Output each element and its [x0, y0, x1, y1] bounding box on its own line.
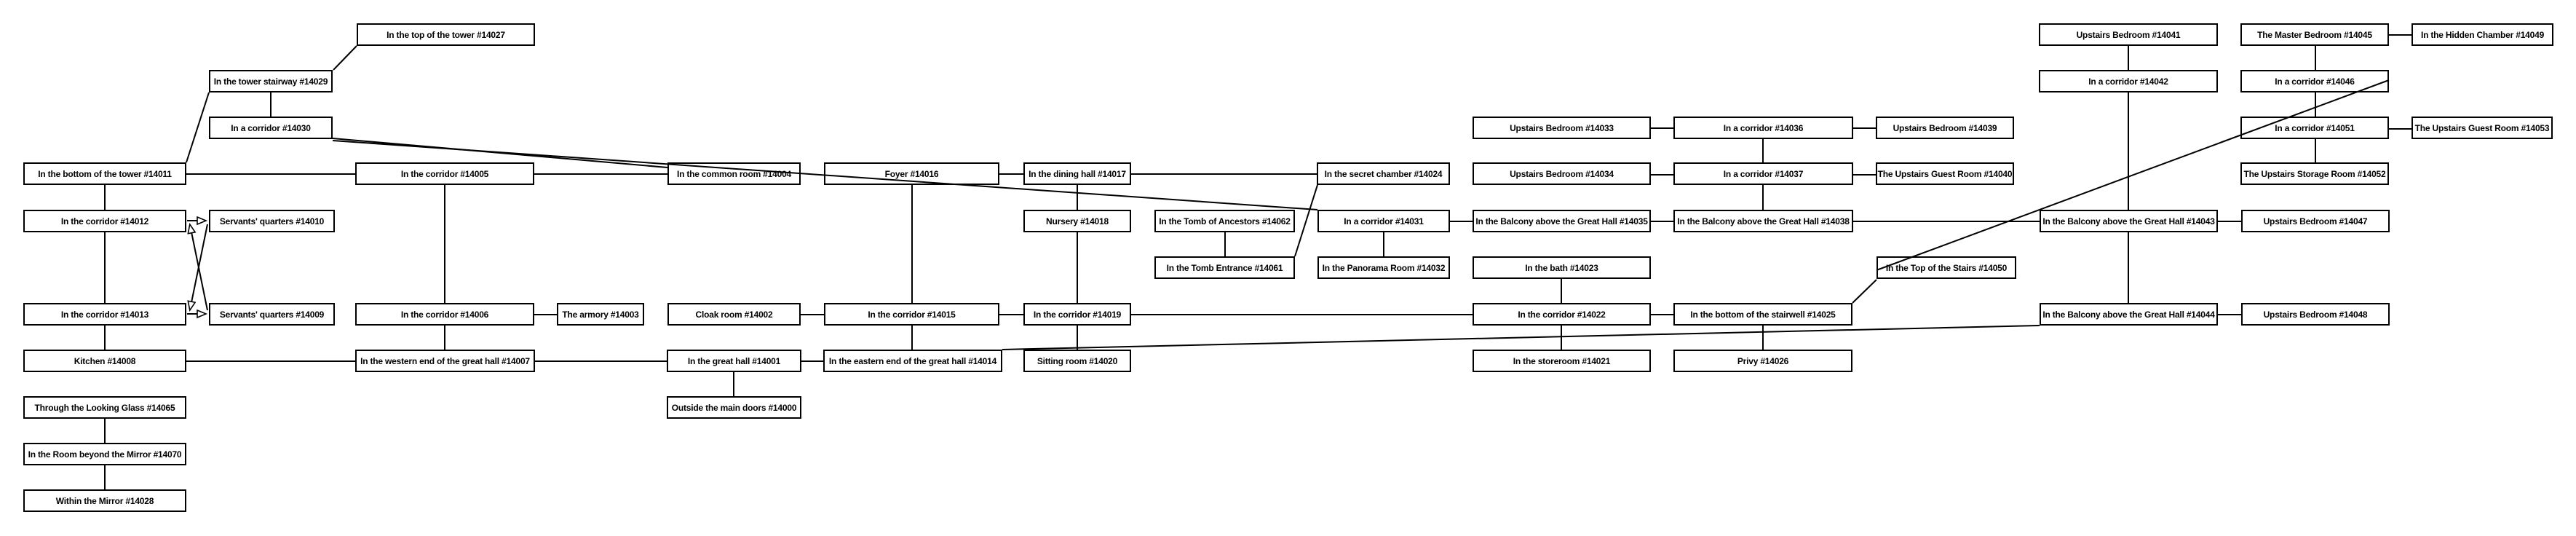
room-node-14039: Upstairs Bedroom #14039: [1876, 117, 2014, 139]
room-node-14011: In the bottom of the tower #14011: [23, 162, 186, 185]
room-node-14030: In a corridor #14030: [209, 117, 333, 139]
room-node-14031: In a corridor #14031: [1317, 210, 1450, 232]
room-node-14042: In a corridor #14042: [2039, 70, 2218, 92]
room-node-14017: In the dining hall #14017: [1023, 162, 1131, 185]
room-node-14043: In the Balcony above the Great Hall #140…: [2040, 210, 2218, 232]
room-node-14004: In the common room #14004: [667, 162, 801, 185]
room-node-14020: Sitting room #14020: [1023, 350, 1131, 372]
room-node-14065: Through the Looking Glass #14065: [23, 396, 186, 419]
room-node-14036: In a corridor #14036: [1673, 117, 1853, 139]
room-node-14026: Privy #14026: [1673, 350, 1852, 372]
room-node-14041: Upstairs Bedroom #14041: [2039, 23, 2218, 46]
room-node-14053: The Upstairs Guest Room #14053: [2411, 117, 2553, 139]
room-node-14005: In the corridor #14005: [355, 162, 534, 185]
room-node-14038: In the Balcony above the Great Hall #140…: [1673, 210, 1853, 232]
room-node-14025: In the bottom of the stairwell #14025: [1673, 303, 1852, 326]
room-node-14024: In the secret chamber #14024: [1317, 162, 1450, 185]
room-node-14012: In the corridor #14012: [23, 210, 186, 232]
room-node-14037: In a corridor #14037: [1673, 162, 1853, 185]
room-node-14028: Within the Mirror #14028: [23, 489, 186, 512]
room-node-14051: In a corridor #14051: [2240, 117, 2389, 139]
room-node-14032: In the Panorama Room #14032: [1317, 256, 1450, 279]
room-node-14048: Upstairs Bedroom #14048: [2241, 303, 2390, 326]
room-node-14027: In the top of the tower #14027: [357, 23, 535, 46]
edge-14009-14012-arrow: [190, 225, 208, 311]
room-node-14062: In the Tomb of Ancestors #14062: [1154, 210, 1295, 232]
room-node-14019: In the corridor #14019: [1023, 303, 1131, 326]
room-node-14033: Upstairs Bedroom #14033: [1473, 117, 1651, 139]
room-node-14015: In the corridor #14015: [824, 303, 999, 326]
edge-14011-14029: [186, 92, 210, 163]
room-node-14001: In the great hall #14001: [667, 350, 801, 372]
room-node-14010: Servants' quarters #14010: [209, 210, 335, 232]
room-node-14049: In the Hidden Chamber #14049: [2411, 23, 2553, 46]
edge-14014-14044: [1002, 325, 2040, 350]
room-node-14021: In the storeroom #14021: [1473, 350, 1651, 372]
room-node-14047: Upstairs Bedroom #14047: [2241, 210, 2390, 232]
room-node-14007: In the western end of the great hall #14…: [355, 350, 535, 372]
room-node-14014: In the eastern end of the great hall #14…: [823, 350, 1002, 372]
room-node-14000: Outside the main doors #14000: [667, 396, 801, 419]
room-node-14045: The Master Bedroom #14045: [2240, 23, 2389, 46]
edge-14010-14013-arrow: [190, 224, 208, 310]
room-node-14023: In the bath #14023: [1473, 256, 1651, 279]
room-node-14070: In the Room beyond the Mirror #14070: [23, 443, 186, 465]
room-node-14044: In the Balcony above the Great Hall #140…: [2040, 303, 2218, 326]
room-node-14009: Servants' quarters #14009: [209, 303, 335, 326]
room-node-14061: In the Tomb Entrance #14061: [1154, 256, 1295, 279]
room-node-14003: The armory #14003: [557, 303, 644, 326]
room-node-14008: Kitchen #14008: [23, 350, 186, 372]
room-node-14035: In the Balcony above the Great Hall #140…: [1473, 210, 1651, 232]
room-node-14040: The Upstairs Guest Room #14040: [1876, 162, 2014, 185]
room-node-14006: In the corridor #14006: [355, 303, 534, 326]
room-node-14034: Upstairs Bedroom #14034: [1473, 162, 1651, 185]
room-node-14050: In the Top of the Stairs #14050: [1876, 256, 2016, 279]
edge-14024-14061: [1294, 184, 1318, 257]
room-node-14016: Foyer #14016: [824, 162, 999, 185]
room-node-14013: In the corridor #14013: [23, 303, 186, 326]
edge-14025-14050: [1852, 279, 1877, 304]
room-node-14052: The Upstairs Storage Room #14052: [2240, 162, 2389, 185]
room-node-14018: Nursery #14018: [1023, 210, 1131, 232]
edge-14029-14027: [333, 45, 357, 71]
room-node-14002: Cloak room #14002: [667, 303, 801, 326]
room-node-14029: In the tower stairway #14029: [209, 70, 333, 92]
room-node-14022: In the corridor #14022: [1473, 303, 1651, 326]
room-node-14046: In a corridor #14046: [2240, 70, 2389, 92]
